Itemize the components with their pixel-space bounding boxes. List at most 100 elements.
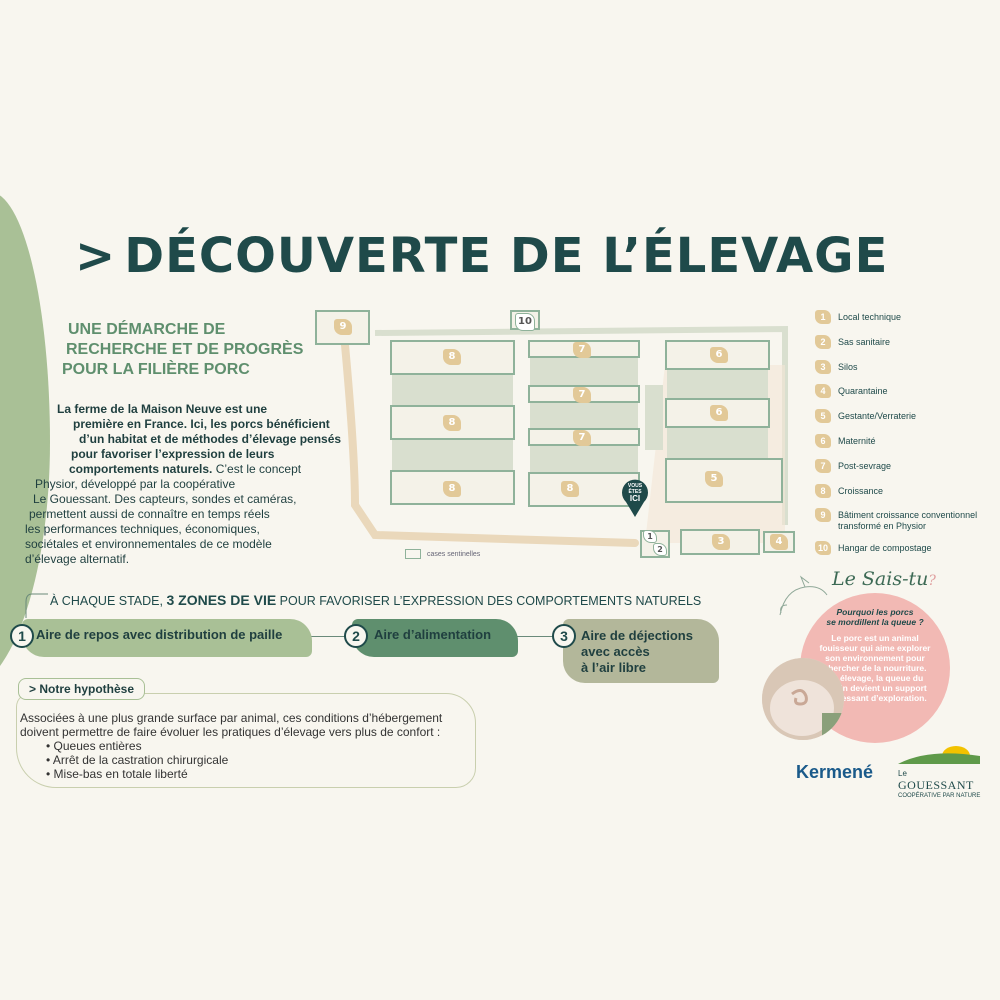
page-title: >DÉCOUVERTE DE L’ÉLEVAGE [75, 228, 888, 284]
intro-line: pour favoriser l’expression de leurs [71, 447, 275, 461]
sais-tu-answer: Le porc est un animal fouisseur qui aime… [808, 633, 942, 703]
hypothesis-title: > Notre hypothèse [18, 678, 146, 700]
zones-heading-post: POUR FAVORISER L’EXPRESSION DES COMPORTE… [276, 594, 702, 608]
bullet-text: Mise-bas en totale liberté [53, 767, 188, 781]
zone-label: avec accès [581, 644, 650, 659]
intro-line: d’un habitat et de méthodes d’élevage pe… [79, 432, 342, 446]
legend-label: Sas sanitaire [838, 336, 891, 347]
gouessant-logo: Le GOUESSANT COOPÉRATIVE PAR NATURE [898, 742, 980, 799]
connector-line [25, 593, 48, 618]
legend-label: Croissance [838, 485, 884, 496]
kermene-logo-text: Kermené [796, 762, 874, 782]
plan-note-text: cases sentinelles [427, 550, 481, 558]
corridor [530, 446, 638, 472]
legend-label: Local technique [838, 312, 902, 322]
pin-text: ÊTES [628, 489, 642, 495]
answer-line: son environnement pour [825, 653, 925, 663]
zone-label: Aire de repos avec distribution de paill… [36, 627, 283, 642]
pig-sketch-icon [779, 575, 828, 616]
intro-line: les performances techniques, économiques… [25, 522, 260, 536]
legend-badge: 4 [815, 384, 831, 399]
gouessant-sun-icon [898, 746, 980, 766]
zone-label: à l’air libre [581, 660, 647, 675]
zone-dejection: Aire de déjections avec accès à l’air li… [563, 619, 719, 683]
intro-paragraph: La ferme de la Maison Neuve est une prem… [25, 402, 342, 567]
subtitle-line: RECHERCHE ET DE PROGRÈS [66, 341, 304, 358]
corridor [530, 403, 638, 428]
legend-label: Post-sevrage [838, 460, 892, 471]
plan-badge: 8 [443, 481, 461, 497]
zones-heading-bold: 3 ZONES DE VIE [166, 592, 277, 608]
hypothesis-line: Associées à une plus grande surface par … [20, 711, 443, 725]
plan-badge: 5 [705, 471, 723, 487]
intro-line: première en France. Ici, les porcs bénéf… [73, 417, 330, 431]
hypothesis-bullet: • Queues entières [46, 739, 142, 753]
answer-line: fouisseur qui aime explorer [819, 643, 931, 653]
building-5 [665, 458, 783, 503]
legend-label: Hangar de compostage [838, 543, 932, 554]
legend-badge: 9 [815, 508, 831, 523]
hypothesis-line: doivent permettre de faire évoluer les p… [20, 725, 441, 739]
hypothesis-title-text: Notre hypothèse [39, 682, 135, 696]
intro-fragment: C’est le concept [212, 462, 302, 476]
intro-line: La ferme de la Maison Neuve est une [57, 402, 268, 416]
kermene-logo: Kermené [796, 762, 873, 783]
question-line: Pourquoi les porcs [836, 607, 914, 617]
legend-badge: 10 [815, 541, 831, 556]
plan-badge: 3 [712, 534, 730, 550]
question-mark-icon: ? [928, 573, 936, 589]
gouessant-tagline: COOPÉRATIVE PAR NATURE [898, 793, 981, 799]
zone-rest: Aire de repos avec distribution de paill… [22, 619, 312, 657]
hypothesis-box [16, 693, 476, 788]
legend-label-line: Bâtiment croissance conventionnel [838, 510, 978, 521]
legend-badge: 1 [815, 310, 831, 324]
hypothesis-bullet: • Arrêt de la castration chirurgicale [46, 753, 229, 767]
pin-text: VOUS [627, 483, 643, 489]
sais-tu-question: Pourquoi les porcs se mordillent la queu… [808, 607, 942, 627]
legend-badge: 3 [815, 359, 831, 374]
plan-badge: 7 [573, 430, 591, 446]
sais-tu-title: Le Sais-tu? [832, 568, 936, 590]
building-8d [528, 472, 640, 507]
zone-number: 1 [10, 624, 34, 648]
legend-badge: 7 [815, 458, 831, 473]
legend-badge: 5 [815, 409, 831, 424]
plan-badge: 4 [770, 534, 788, 550]
corridor [645, 385, 663, 450]
zone-label: Aire de déjections [581, 628, 693, 643]
plan-badge: 1 [643, 530, 657, 543]
plan-badge: 6 [710, 347, 728, 363]
answer-line: En élevage, la queue du [826, 673, 924, 683]
legend-label: Maternité [838, 435, 876, 446]
plan-badge: 9 [334, 319, 352, 335]
legend-label: Silos [838, 361, 858, 372]
gouessant-name: GOUESSANT [898, 778, 974, 792]
plan-badge: 8 [443, 415, 461, 431]
bullet-text: Queues entières [53, 739, 142, 753]
corridor [392, 440, 513, 470]
intro-line: sociétales et environnementales de ce mo… [25, 537, 272, 551]
legend-badge: 6 [815, 433, 831, 448]
hypothesis-bullet: • Mise-bas en totale liberté [46, 767, 188, 781]
corridor [667, 428, 768, 458]
answer-line: intéressant d’exploration. [823, 693, 927, 703]
plan-badge: 6 [710, 405, 728, 421]
subtitle-line: POUR LA FILIÈRE PORC [62, 361, 250, 378]
sentinel-square-icon [405, 549, 421, 559]
page-title-text: DÉCOUVERTE DE L’ÉLEVAGE [124, 228, 889, 284]
legend-item: 3 Silos [815, 359, 1000, 385]
legend-label-line: transformé en Physior [838, 521, 927, 532]
farm-plan: 9 10 8 8 8 7 7 7 8 6 6 5 1 2 3 4 VOUS ÊT… [315, 305, 795, 565]
intro-line: Physior, développé par la coopérative [35, 477, 236, 491]
corridor [530, 358, 638, 385]
chevron-right-icon: > [29, 682, 40, 696]
subtitle-line: UNE DÉMARCHE DE [68, 321, 226, 338]
plan-badge: 2 [653, 543, 667, 556]
zone-feeding: Aire d’alimentation [352, 619, 518, 657]
